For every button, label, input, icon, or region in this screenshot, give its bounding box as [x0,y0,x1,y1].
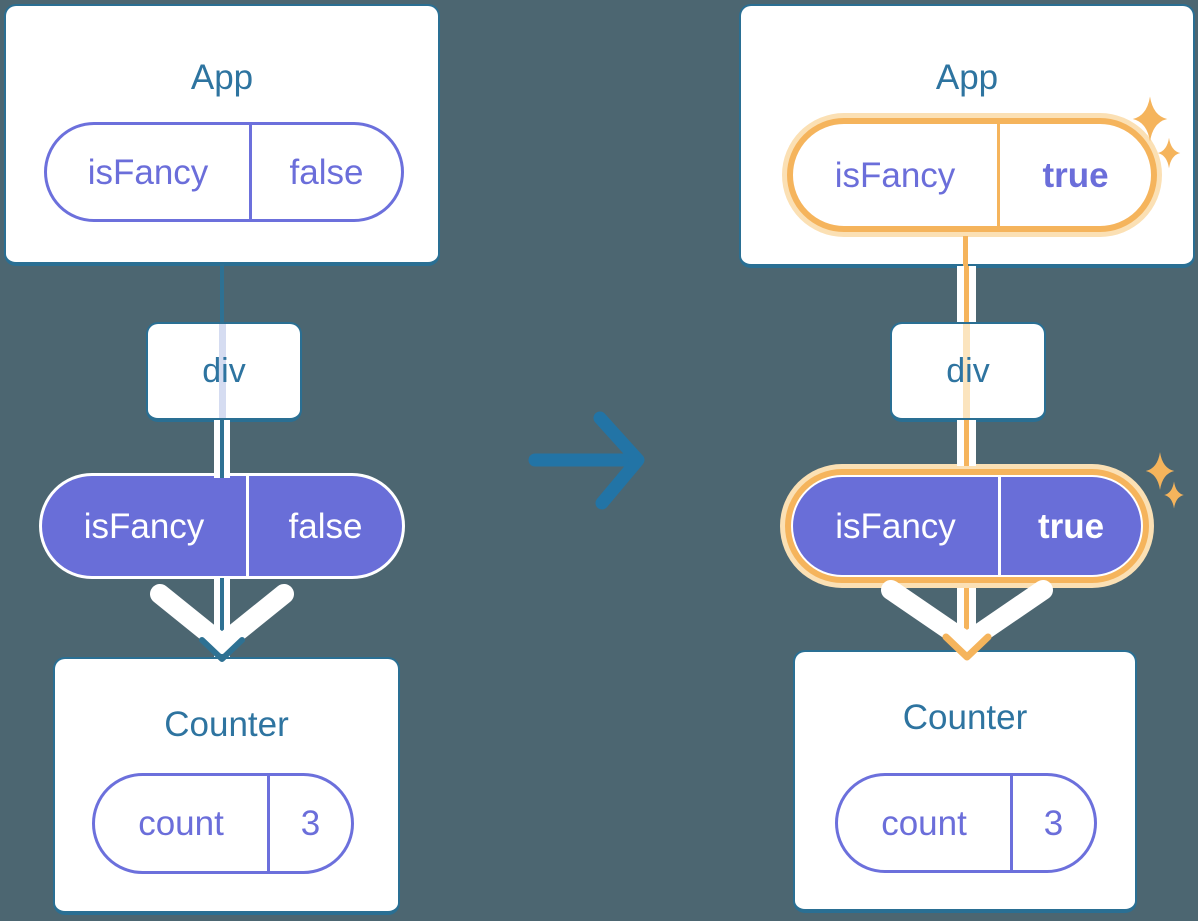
counter-state-pill-after: count 3 [835,773,1097,873]
pill-divider [998,477,1001,575]
state-value: true [1042,155,1109,195]
counter-state-pill-before: count 3 [92,773,354,874]
chevron-down-icon [199,637,245,662]
app-title: App [190,58,254,97]
div-label: div [946,351,990,390]
sparkle-icon [1157,137,1181,169]
state-key: isFancy [834,155,956,195]
div-to-prop-line-before [214,420,230,478]
counter-title: Counter [902,698,1028,737]
pill-divider [267,776,270,871]
pill-divider [246,476,249,576]
chevron-down-icon [942,633,992,661]
sparkle-icon [1145,452,1175,490]
state-value: 3 [300,804,321,843]
sparkle-icon [1132,96,1168,142]
pill-divider [997,124,1000,226]
right-arrow-icon [528,411,645,510]
div-to-prop-line-after [957,420,976,466]
app-state-pill-after: isFancy true [787,118,1157,232]
app-to-div-line-before [220,264,224,324]
prop-key: isFancy [835,506,956,546]
state-key: isFancy [87,152,209,192]
pill-divider [249,125,252,219]
pass-through-line [219,324,226,418]
counter-card-after: Counter count 3 [793,650,1137,913]
state-key: count [138,804,224,843]
app-state-pill-before: isFancy false [44,122,404,222]
prop-value: true [1037,506,1105,546]
state-to-edge-line-after [963,236,968,266]
state-value: false [289,152,364,192]
chevron-down-icon [881,580,1053,652]
pass-through-line [963,324,970,418]
chevron-down-icon [150,584,294,654]
state-value: 3 [1043,803,1064,843]
sparkle-icon [1164,481,1184,509]
app-title: App [935,58,999,97]
state-key: count [881,803,967,843]
div-card-before: div [146,322,302,422]
counter-card-before: Counter count 3 [53,657,400,915]
prop-value: false [288,506,363,546]
prop-pill-before: isFancy false [42,476,402,576]
div-label: div [202,351,246,390]
app-card-before: App isFancy false [4,4,440,266]
counter-title: Counter [164,705,289,744]
div-card-after: div [890,322,1046,422]
pill-divider [1010,776,1013,870]
prop-pill-after: isFancy true [793,477,1141,575]
app-to-div-line-after [957,266,976,322]
prop-key: isFancy [83,506,205,546]
app-card-after: App isFancy true [739,4,1195,268]
